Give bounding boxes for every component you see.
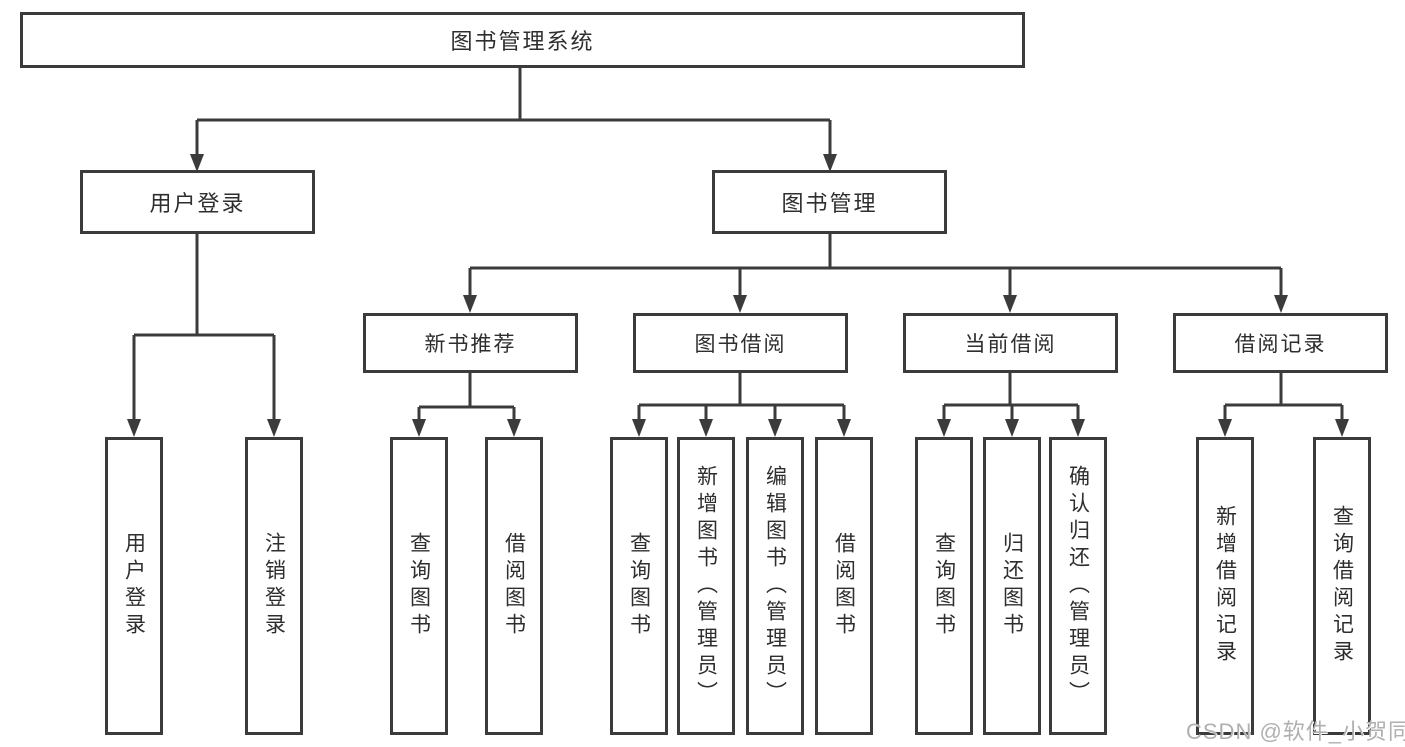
connector-records-to-leaves	[1223, 373, 1344, 421]
node-new-book-recommend: 新书推荐	[363, 313, 578, 373]
csdn-watermark: CSDN @软件_小贺同学	[1186, 719, 1405, 744]
node-borrowing-records: 借阅记录	[1173, 313, 1388, 373]
leaf-query-borrow-record: 查询借阅记录	[1313, 437, 1371, 735]
leaf-edit-books-admin-label: 编辑图书（管理员）	[763, 464, 787, 708]
leaf-add-books-admin: 新增图书（管理员）	[677, 437, 735, 735]
node-current-borrowing: 当前借阅	[903, 313, 1118, 373]
node-book-borrowing-label: 图书借阅	[694, 333, 787, 356]
leaf-borrow-borrow-books-label: 借阅图书	[832, 532, 856, 640]
leaf-confirm-return-admin-label: 确认归还（管理员）	[1066, 464, 1090, 708]
node-book-management-label: 图书管理	[781, 191, 878, 216]
leaf-logout-label: 注销登录	[262, 532, 286, 640]
connector-newbooks-to-leaves	[417, 373, 516, 421]
leaf-user-login: 用户登录	[105, 437, 163, 735]
leaf-query-borrow-record-label: 查询借阅记录	[1330, 505, 1354, 667]
leaf-newbooks-borrow-books: 借阅图书	[485, 437, 543, 735]
node-user-login-label: 用户登录	[149, 191, 246, 216]
leaf-logout: 注销登录	[245, 437, 303, 735]
leaf-add-borrow-record-label: 新增借阅记录	[1213, 505, 1237, 667]
leaf-borrow-query-books: 查询图书	[610, 437, 668, 735]
node-book-management: 图书管理	[712, 170, 947, 234]
node-root-label: 图书管理系统	[450, 29, 595, 54]
leaf-edit-books-admin: 编辑图书（管理员）	[746, 437, 804, 735]
leaf-add-books-admin-label: 新增图书（管理员）	[694, 464, 718, 708]
node-book-borrowing: 图书借阅	[633, 313, 848, 373]
connector-currentborrow-to-leaves	[942, 373, 1080, 421]
leaf-newbooks-query-books-label: 查询图书	[407, 532, 431, 640]
leaf-current-query-books-label: 查询图书	[932, 532, 956, 640]
connector-bookmgmt-to-level3	[468, 234, 1283, 297]
leaf-return-books-label: 归还图书	[1000, 532, 1024, 640]
arrowheads	[127, 154, 1349, 437]
leaf-return-books: 归还图书	[983, 437, 1041, 735]
node-borrowing-records-label: 借阅记录	[1234, 333, 1327, 356]
leaf-current-query-books: 查询图书	[915, 437, 973, 735]
connector-root-to-level2	[195, 68, 832, 156]
leaf-borrow-borrow-books: 借阅图书	[815, 437, 873, 735]
leaf-add-borrow-record: 新增借阅记录	[1196, 437, 1254, 735]
leaf-borrow-query-books-label: 查询图书	[627, 532, 651, 640]
connector-bookborrow-to-leaves	[637, 373, 846, 421]
node-user-login: 用户登录	[80, 170, 315, 234]
leaf-user-login-label: 用户登录	[122, 532, 146, 640]
node-current-borrowing-label: 当前借阅	[964, 333, 1057, 356]
node-new-book-recommend-label: 新书推荐	[424, 333, 517, 356]
leaf-newbooks-query-books: 查询图书	[390, 437, 448, 735]
node-root-library-system: 图书管理系统	[20, 12, 1025, 68]
connector-userlogin-to-leaves	[132, 234, 276, 421]
leaf-confirm-return-admin: 确认归还（管理员）	[1049, 437, 1107, 735]
leaf-newbooks-borrow-books-label: 借阅图书	[502, 532, 526, 640]
